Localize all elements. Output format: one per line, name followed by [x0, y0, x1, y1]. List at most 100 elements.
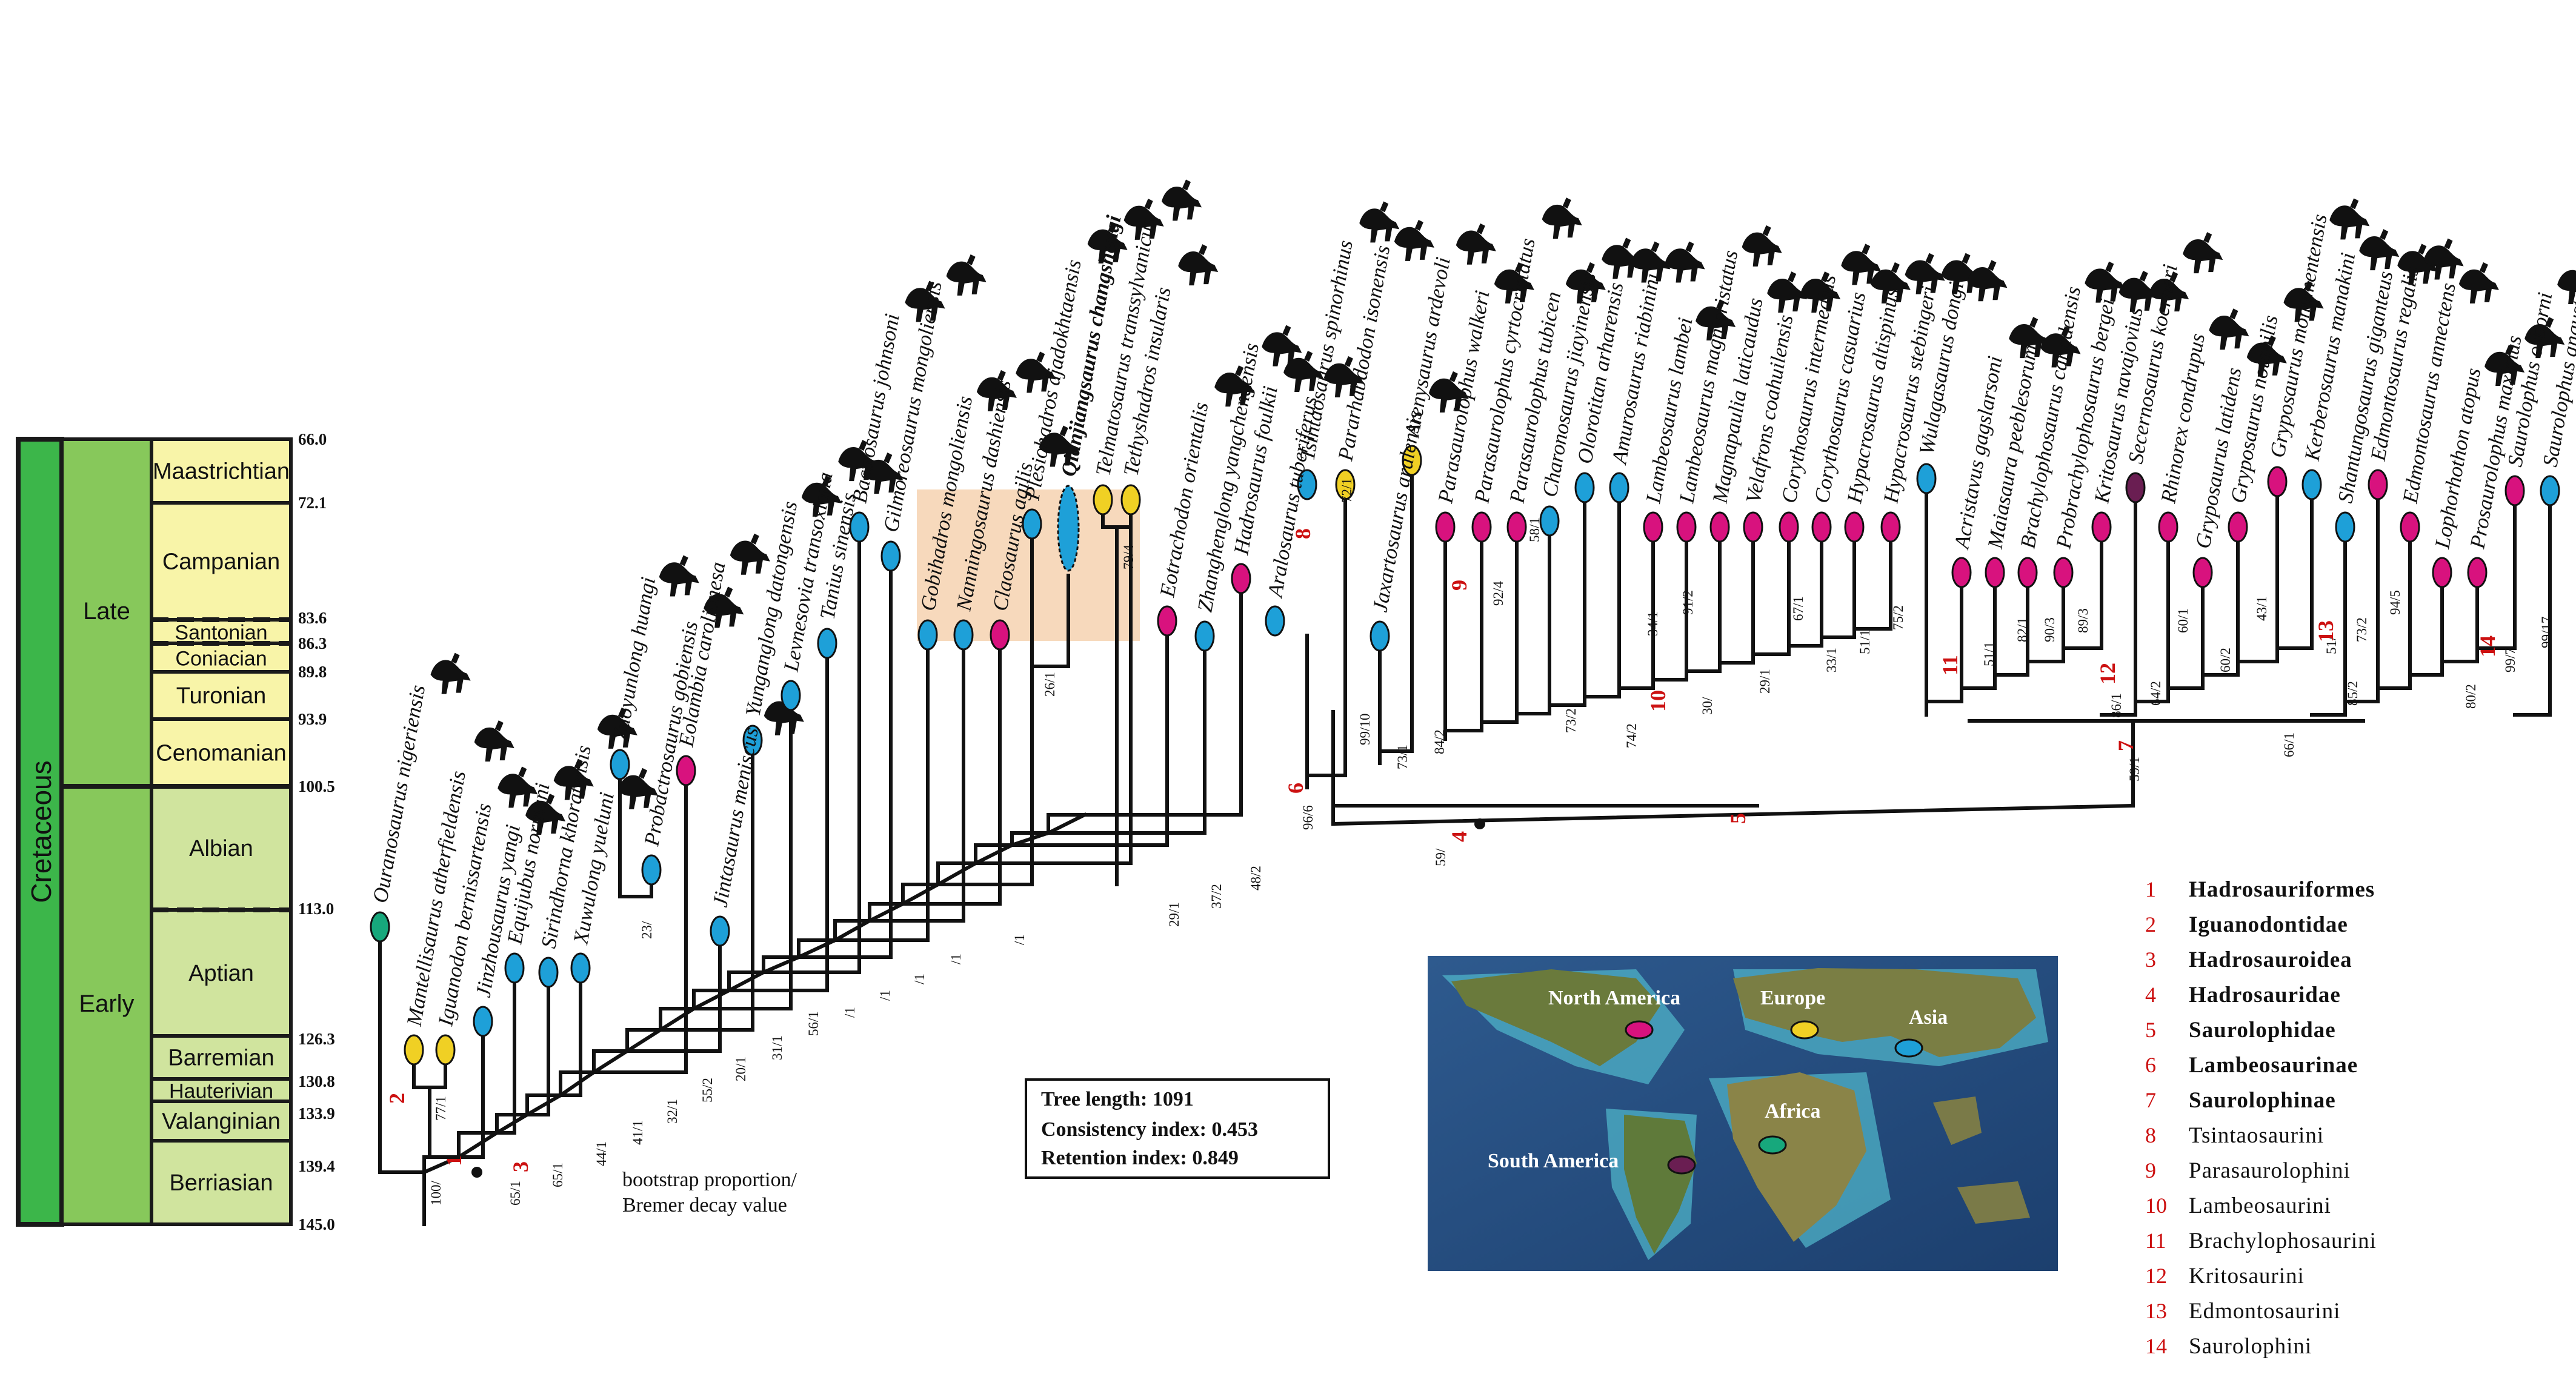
- legend-number-9: 9: [2145, 1158, 2156, 1183]
- stage-cell-barremian: [150, 1034, 293, 1081]
- dinosaur-silhouette-icon: [1214, 365, 1255, 407]
- dinosaur-silhouette-icon: [1359, 201, 1400, 243]
- region-marker-iguanodon-bernissartensis: [435, 1034, 456, 1066]
- support-value: 31/1: [770, 1035, 785, 1060]
- dinosaur-silhouette-icon: [1323, 356, 1364, 397]
- support-value: 34/1: [1645, 611, 1660, 636]
- support-value: 85/2: [2345, 681, 2360, 706]
- dinosaur-silhouette-icon: [730, 533, 770, 575]
- dinosaur-silhouette-icon: [474, 720, 514, 762]
- epoch-early-label: Early: [79, 990, 134, 1017]
- support-value: 80/2: [2463, 684, 2478, 709]
- dinosaur-silhouette-icon: [1542, 197, 1582, 239]
- region-marker-yunganglong-datongensis: [742, 725, 763, 756]
- age-label: 139.4: [298, 1157, 335, 1175]
- node-dot: [1474, 818, 1485, 829]
- support-value: 59/1: [2127, 757, 2142, 781]
- region-marker-tsintaosaurus-spinorhinus: [1297, 469, 1317, 500]
- taxon-label-zuoyunlong-huangi: Zuoyunlong huangi: [608, 576, 660, 743]
- tree-branch: [900, 881, 941, 907]
- region-marker-saurolophus-osborni: [2504, 475, 2525, 506]
- stage-label-campanian: Campanian: [162, 549, 280, 575]
- legend-number-1: 1: [2145, 877, 2156, 901]
- map-marker-asia: [1894, 1038, 1923, 1058]
- region-marker-ouranosaurus-nigeriensis: [370, 911, 390, 943]
- dinosaur-silhouette-icon: [2458, 262, 2499, 304]
- region-marker-jaxartosaurus-aralensis: [1370, 620, 1390, 652]
- dinosaur-silhouette-icon: [801, 475, 842, 517]
- stats-frame: [1025, 1078, 1330, 1179]
- support-value: 26/1: [1042, 672, 1057, 697]
- region-marker-hadrosaurus-foulkii: [1231, 563, 1251, 594]
- region-marker-edmontosaurus-regalis: [2368, 469, 2388, 500]
- region-marker-parasaurolophus-tubicen: [1506, 511, 1527, 543]
- dinosaur-silhouette-icon: [1087, 222, 1128, 264]
- dinosaur-silhouette-icon: [659, 555, 699, 597]
- region-marker-charonosaurus-jiayinensis: [1539, 505, 1560, 537]
- region-marker-wulagasaurus-dongi: [1916, 463, 1937, 494]
- tree-branch: [591, 1048, 630, 1075]
- tree-branch: [456, 1130, 500, 1160]
- age-label: 145.0: [298, 1215, 335, 1233]
- tree-branch: [973, 842, 1015, 866]
- legend-number-13: 13: [2145, 1299, 2167, 1323]
- legend-name-tsintaosaurini: Tsintaosaurini: [2189, 1123, 2324, 1148]
- dinosaur-silhouette-icon: [1494, 262, 1534, 304]
- legend-name-hadrosauroidea: Hadrosauroidea: [2189, 947, 2352, 972]
- region-marker-acristavus-gagslarsoni: [1951, 557, 1972, 588]
- support-value: 90/3: [2042, 617, 2057, 642]
- period-column: [16, 437, 64, 1227]
- support-value: 51/: [2324, 636, 2339, 654]
- dinosaur-silhouette-icon: [2524, 317, 2565, 359]
- stage-label-albian: Albian: [189, 836, 253, 861]
- support-value: 99/7: [2503, 648, 2518, 672]
- dinosaur-silhouette-icon: [2397, 244, 2438, 285]
- stage-column: MaastrichtianCampanianSantonianConiacian…: [62, 437, 293, 1226]
- support-value: 55/2: [700, 1078, 715, 1103]
- age-label: 100.5: [298, 777, 335, 795]
- map-land-south-america: [1624, 1115, 1697, 1254]
- age-label: 89.8: [298, 663, 327, 681]
- region-marker-plesiohadros-djadokhtaensis: [1022, 508, 1042, 540]
- dinosaur-silhouette-icon: [1742, 225, 1782, 267]
- dinosaur-silhouette-icon: [1016, 351, 1056, 393]
- dinosaur-silhouette-icon: [1602, 237, 1642, 279]
- dinosaur-silhouette-icon: [1905, 253, 1945, 294]
- dinosaur-silhouette-icon: [1665, 241, 1705, 283]
- age-label: 83.6: [298, 609, 327, 627]
- region-marker-levnesovia-transoxiana: [780, 680, 801, 711]
- stage-label-turonian: Turonian: [176, 683, 267, 709]
- support-value: 84/2: [1432, 729, 1447, 754]
- age-labels: 66.072.183.686.389.893.9100.5113.0126.31…: [298, 430, 335, 1233]
- taxon-label-jaxartosaurus-aralensis: Jaxartosaurus aralensis: [1368, 408, 1426, 614]
- region-marker-jinzhousaurus-yangi: [473, 1006, 493, 1037]
- map-label-asia: Asia: [1909, 1006, 1948, 1029]
- dinosaur-silhouette-icon: [1123, 198, 1164, 240]
- legend-name-parasaurolophini: Parasaurolophini: [2189, 1158, 2351, 1183]
- map-land-africa: [1727, 1072, 1866, 1242]
- map-marker-europe: [1790, 1020, 1819, 1040]
- map-land-north-america: [1451, 969, 1660, 1066]
- region-marker-tethyshadros-insularis: [1120, 484, 1141, 516]
- support-value: 89/3: [2075, 608, 2091, 633]
- clade-number-5: 5: [1726, 813, 1750, 824]
- region-marker-corythosaurus-intermedius: [1779, 511, 1799, 543]
- region-marker-secernosaurus-koerneri: [2125, 472, 2146, 503]
- dinosaur-silhouette-icon: [1262, 325, 1302, 367]
- support-value: 92/4: [1491, 581, 1506, 606]
- support-value: 29/1: [1167, 902, 1182, 927]
- support-value: 29/1: [1757, 669, 1772, 694]
- dinosaur-silhouette-icon: [2246, 335, 2287, 377]
- tree-branch: [1010, 831, 1051, 848]
- region-marker-shantungosaurus-giganteus: [2335, 511, 2355, 543]
- support-value: 30/: [1700, 697, 1715, 715]
- tree-branch: [1045, 812, 1088, 836]
- support-value: 32/1: [665, 1099, 680, 1124]
- map-marker-africa: [1758, 1135, 1787, 1155]
- dinosaur-silhouette-icon: [1696, 299, 1736, 340]
- legend-number-3: 3: [2145, 947, 2156, 972]
- stage-label-hauterivian: Hauterivian: [169, 1080, 273, 1103]
- support-value: 51/1: [1982, 642, 1997, 666]
- stage-label-santonian: Santonian: [175, 622, 267, 645]
